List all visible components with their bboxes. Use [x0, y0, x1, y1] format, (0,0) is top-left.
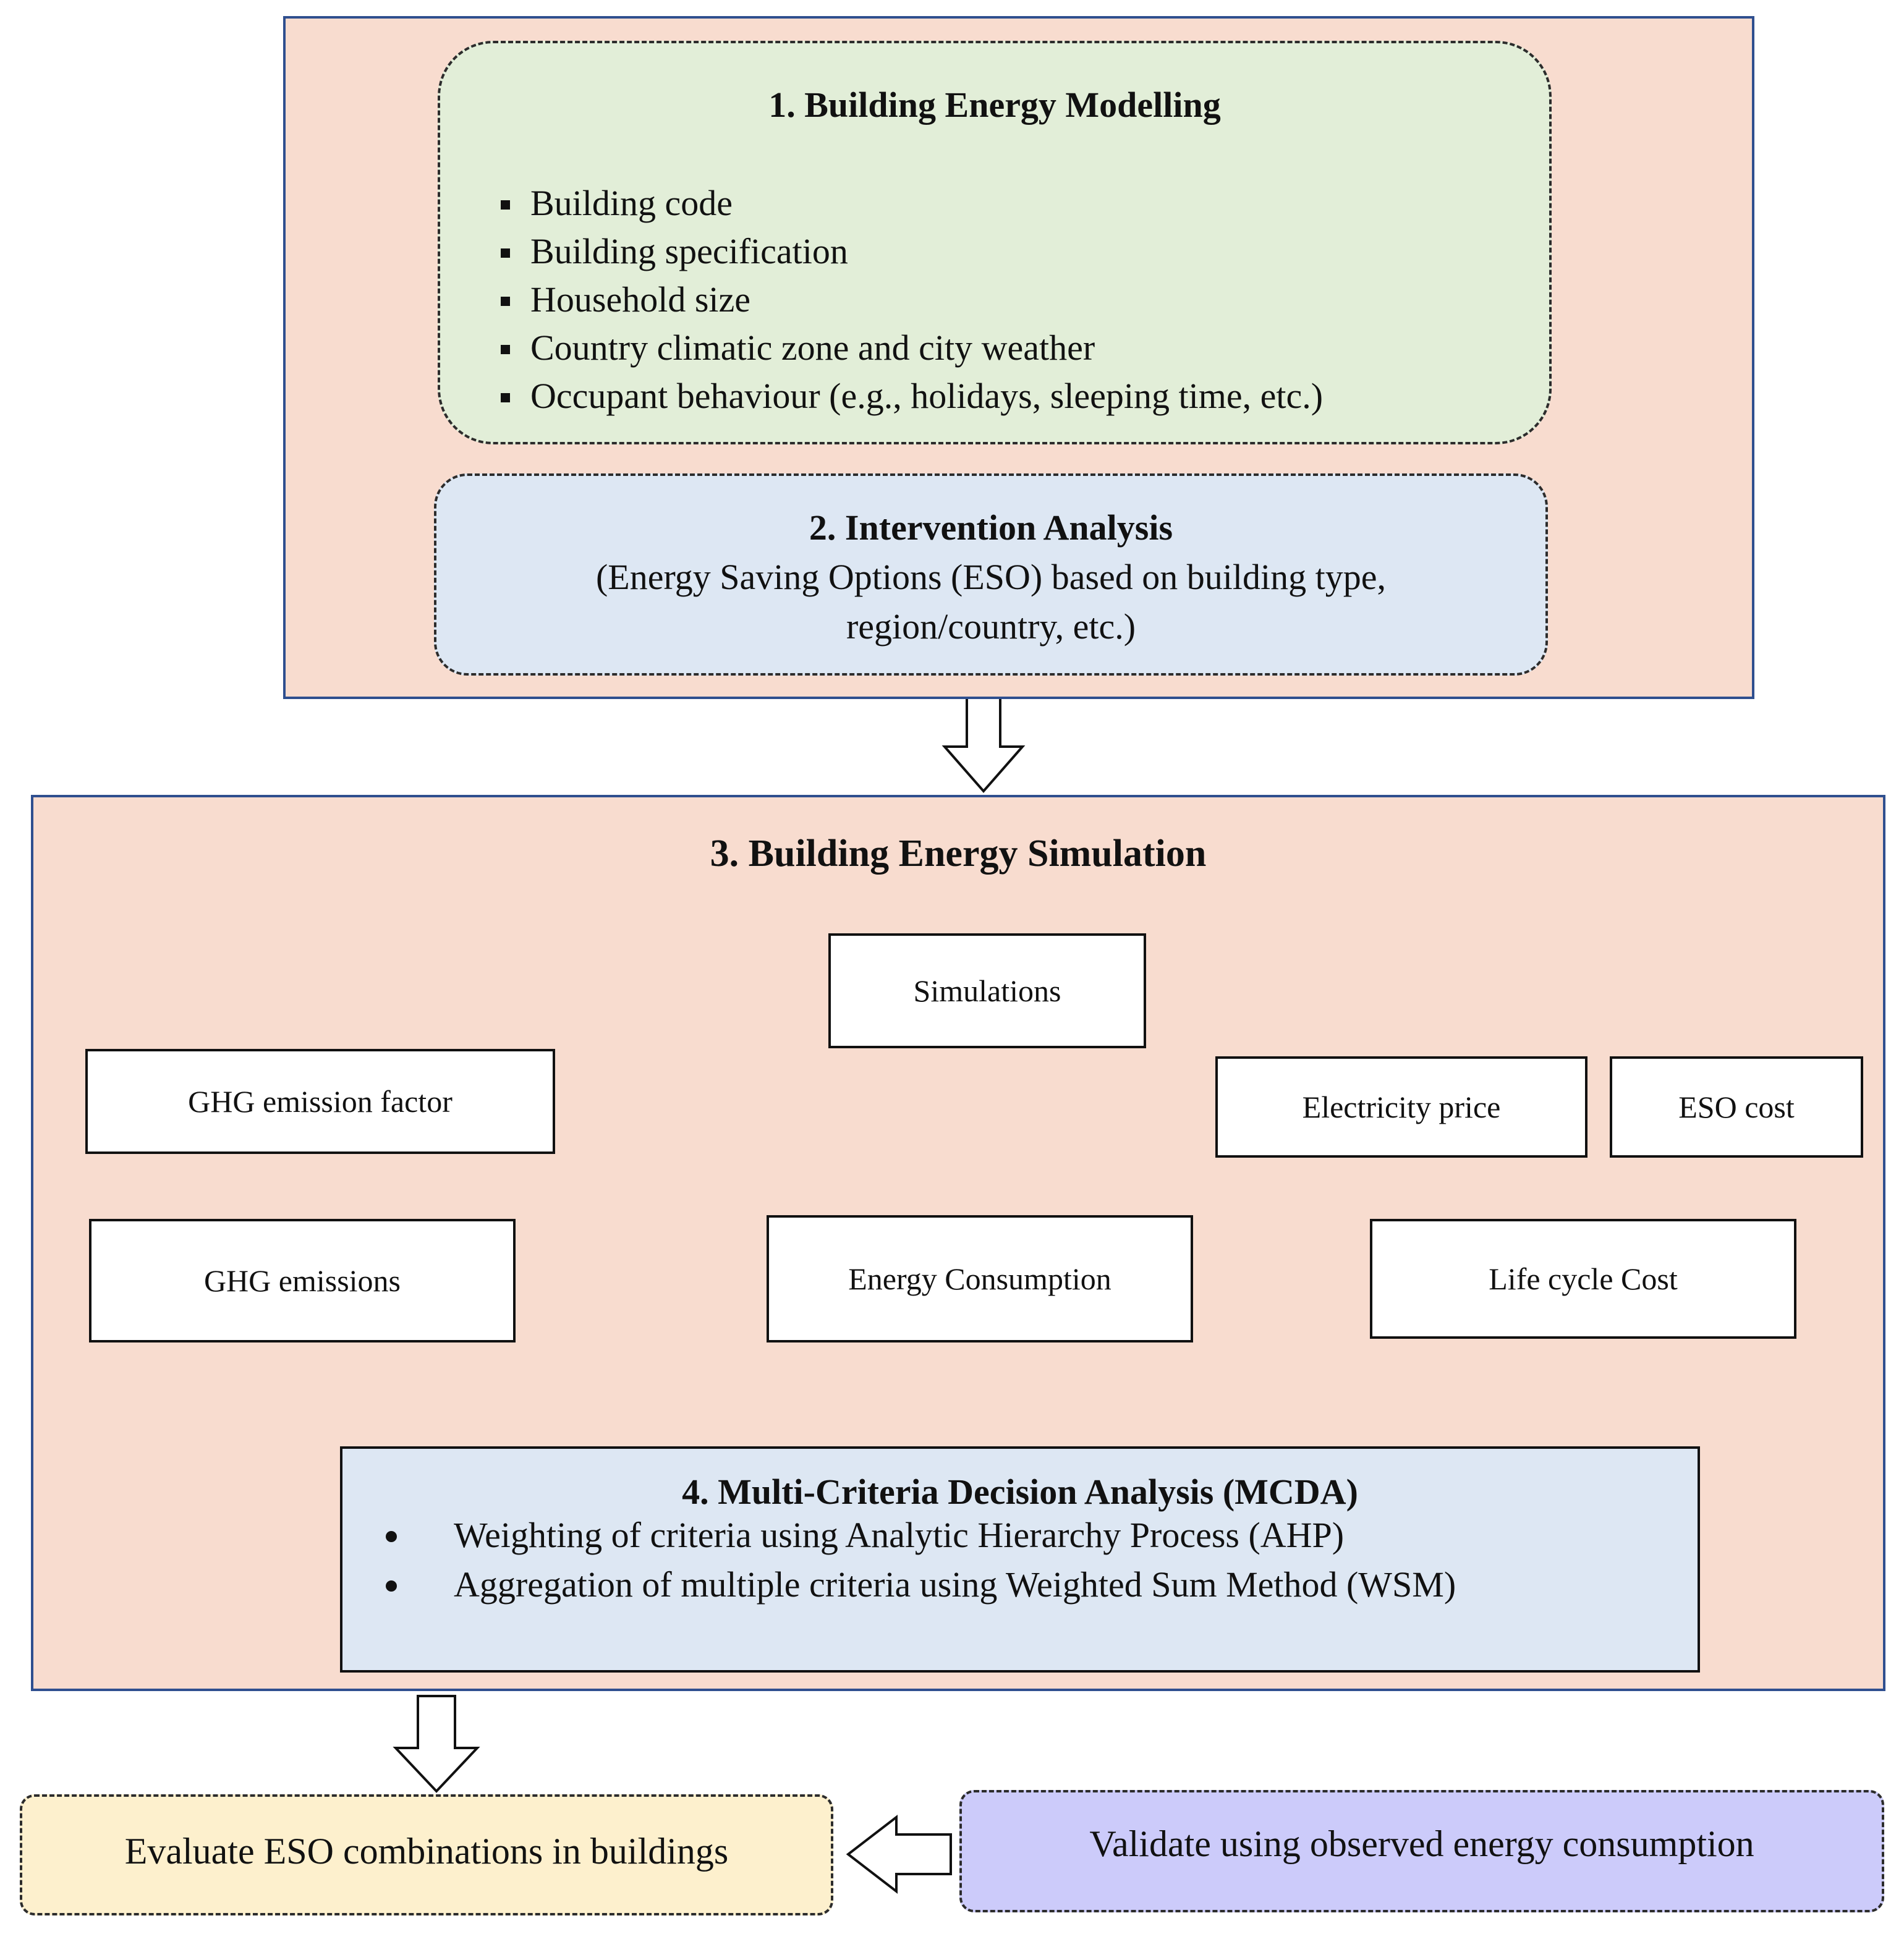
mcda-list: Weighting of criteria using Analytic Hie…	[380, 1511, 1456, 1610]
electricity-price-node: Electricity price	[1215, 1056, 1587, 1158]
modelling-list: Building code Building specification Hou…	[498, 179, 1323, 420]
evaluate-label: Evaluate ESO combinations in buildings	[124, 1830, 729, 1872]
modelling-item: Building specification	[498, 227, 1323, 276]
intervention-description-line2: region/country, etc.)	[846, 606, 1136, 647]
block-arrow-down-to-simulation	[941, 693, 1026, 794]
validate-label: Validate using observed energy consumpti…	[1089, 1823, 1754, 1864]
block-arrow-down-to-evaluate	[393, 1695, 480, 1793]
evaluate-eso-box: Evaluate ESO combinations in buildings	[20, 1794, 833, 1915]
intervention-analysis-box: 2. Intervention Analysis (Energy Saving …	[434, 473, 1548, 676]
simulations-node: Simulations	[828, 933, 1146, 1048]
ghg-emission-factor-node: GHG emission factor	[85, 1049, 555, 1154]
intervention-title: 2. Intervention Analysis	[809, 507, 1173, 548]
mcda-item: Aggregation of multiple criteria using W…	[380, 1560, 1456, 1610]
simulation-title: 3. Building Energy Simulation	[710, 833, 1207, 875]
modelling-item: Building code	[498, 179, 1323, 227]
ghg-emissions-node: GHG emissions	[89, 1219, 516, 1342]
building-energy-modelling-box: 1. Building Energy Modelling Building co…	[438, 41, 1552, 444]
modelling-title: 1. Building Energy Modelling	[768, 85, 1221, 125]
mcda-title: 4. Multi-Criteria Decision Analysis (MCD…	[682, 1472, 1358, 1512]
modelling-item: Household size	[498, 276, 1323, 324]
life-cycle-cost-node: Life cycle Cost	[1370, 1219, 1796, 1339]
mcda-box: 4. Multi-Criteria Decision Analysis (MCD…	[340, 1446, 1700, 1673]
modelling-item: Country climatic zone and city weather	[498, 324, 1323, 372]
modelling-item: Occupant behaviour (e.g., holidays, slee…	[498, 372, 1323, 420]
eso-cost-node: ESO cost	[1610, 1056, 1863, 1158]
intervention-description-line1: (Energy Saving Options (ESO) based on bu…	[595, 557, 1386, 597]
energy-consumption-node: Energy Consumption	[767, 1215, 1193, 1342]
block-arrow-left-from-validate	[846, 1814, 952, 1894]
mcda-item: Weighting of criteria using Analytic Hie…	[380, 1511, 1456, 1560]
validate-box: Validate using observed energy consumpti…	[959, 1790, 1884, 1912]
